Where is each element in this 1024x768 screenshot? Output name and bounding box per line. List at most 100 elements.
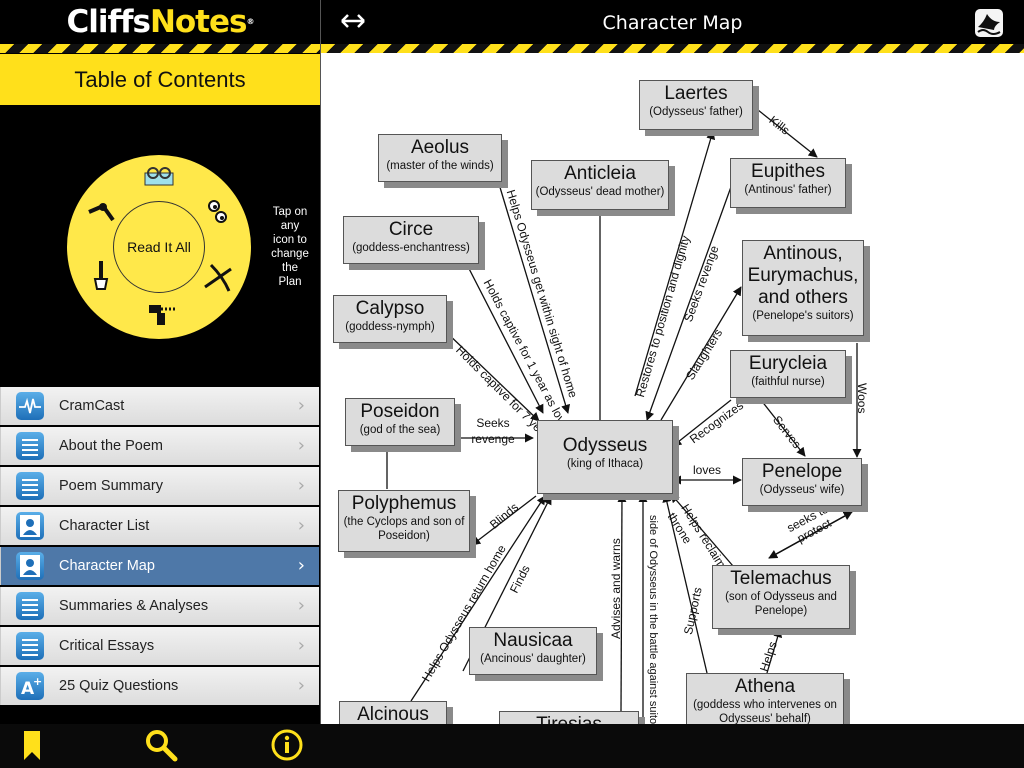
node-name: Telemachus (730, 568, 832, 589)
menu-item-about-the-poem[interactable]: About the Poem › (0, 427, 319, 465)
drill-icon[interactable] (147, 301, 177, 327)
eyes-icon[interactable] (207, 200, 229, 224)
node-name: Alcinous (357, 704, 429, 724)
node-tiresias[interactable]: Tiresias (499, 711, 639, 724)
a-plus-icon: A + (16, 672, 44, 700)
toc-title: Table of Contents (0, 54, 320, 105)
node-name: Poseidon (360, 401, 440, 422)
edge-label-loves: loves (693, 463, 722, 477)
tap-hint-line: the (282, 262, 298, 274)
chevron-right-icon: › (297, 515, 305, 536)
menu-item-character-map[interactable]: Character Map › (0, 547, 319, 585)
bookmark-icon[interactable] (22, 730, 42, 762)
node-penelope[interactable]: Penelope (Odysseus' wife) (742, 458, 862, 506)
node-desc: (god of the sea) (359, 424, 441, 436)
search-icon[interactable] (144, 728, 178, 762)
node-telemachus[interactable]: Telemachus (son of Odysseus and Penelope… (712, 565, 850, 629)
menu-item-quiz-questions[interactable]: A + 25 Quiz Questions › (0, 667, 319, 705)
expand-arrows-icon[interactable] (340, 12, 366, 30)
menu-item-cramcast[interactable]: CramCast › (0, 387, 319, 425)
node-poseidon[interactable]: Poseidon (god of the sea) (345, 398, 455, 446)
node-desc: (the Cyclops and son of Poseidon) (343, 516, 465, 542)
chevron-right-icon: › (297, 395, 305, 416)
shark-fin-icon[interactable] (974, 8, 1004, 38)
edge-label-battle-side: side of Odysseus in the battle against s… (647, 515, 659, 724)
menu-item-summaries-analyses[interactable]: Summaries & Analyses › (0, 587, 319, 625)
tools-icon[interactable] (87, 200, 117, 226)
shovel-icon[interactable] (89, 259, 111, 293)
node-desc: (Antinous' father) (744, 184, 832, 196)
pane-divider (320, 0, 321, 724)
hazard-stripes (321, 44, 1024, 53)
node-aeolus[interactable]: Aeolus (master of the winds) (378, 134, 502, 182)
node-nausicaa[interactable]: Nausicaa (Ancinous' daughter) (469, 627, 597, 675)
node-eurycleia[interactable]: Eurycleia (faithful nurse) (730, 350, 846, 398)
menu-item-label: Character List (59, 518, 150, 534)
node-name: Calypso (355, 298, 425, 319)
info-icon[interactable] (271, 729, 303, 761)
toc-menu: CramCast › About the Poem › Poem Summary… (0, 387, 320, 707)
node-desc: (master of the winds) (386, 160, 494, 172)
node-athena[interactable]: Athena (goddess who intervenes on Odysse… (686, 673, 844, 724)
node-desc: (goddess-nymph) (345, 321, 435, 333)
map-connectors (386, 105, 862, 724)
menu-item-label: Poem Summary (59, 478, 163, 494)
character-map[interactable]: Kills Helps Odysseus get within sight of… (321, 53, 1024, 724)
person-icon (16, 512, 44, 540)
node-name: Nausicaa (493, 630, 573, 651)
list-icon (16, 632, 44, 660)
node-desc: (Ancinous' daughter) (480, 653, 586, 665)
node-antinous-eurymachus-others[interactable]: Antinous, Eurymachus, and others (Penelo… (742, 240, 864, 336)
menu-item-poem-summary[interactable]: Poem Summary › (0, 467, 319, 505)
person-icon (16, 552, 44, 580)
node-calypso[interactable]: Calypso (goddess-nymph) (333, 295, 447, 343)
node-name: Eupithes (751, 161, 825, 182)
tap-hint: Tap on any icon to change the Plan (262, 205, 318, 289)
svg-text:+: + (33, 675, 42, 688)
logo-mark: ® (246, 17, 254, 26)
node-alcinous[interactable]: Alcinous (339, 701, 447, 724)
node-desc: (Odysseus' father) (649, 106, 743, 118)
node-eupithes[interactable]: Eupithes (Antinous' father) (730, 158, 846, 208)
bottom-toolbar (0, 724, 1024, 768)
node-name: Tiresias (500, 714, 638, 724)
node-desc: (Odysseus' wife) (759, 484, 845, 496)
chevron-right-icon: › (297, 635, 305, 656)
node-name: Laertes (664, 83, 728, 104)
waveform-icon (16, 392, 44, 420)
tap-hint-line: change (271, 248, 309, 260)
menu-item-label: Character Map (59, 558, 155, 574)
menu-item-critical-essays[interactable]: Critical Essays › (0, 627, 319, 665)
node-desc: (goddess who intervenes on Odysseus' beh… (693, 699, 837, 724)
read-it-all-button[interactable]: Read It All (113, 201, 205, 293)
list-icon (16, 592, 44, 620)
node-polyphemus[interactable]: Polyphemus (the Cyclops and son of Posei… (338, 490, 470, 552)
study-plan-wheel[interactable]: Read It All (67, 155, 251, 339)
node-desc: (king of Ithaca) (566, 458, 644, 470)
menu-item-character-list[interactable]: Character List › (0, 507, 319, 545)
glasses-icon[interactable] (143, 165, 175, 187)
node-name: Athena (734, 676, 796, 697)
tap-hint-line: icon to (273, 234, 307, 246)
node-name: Odysseus (562, 435, 648, 456)
menu-item-label: Summaries & Analyses (59, 598, 209, 614)
node-desc: (faithful nurse) (751, 376, 825, 388)
node-circe[interactable]: Circe (goddess-enchantress) (343, 216, 479, 264)
node-desc: (Odysseus' dead mother) (535, 186, 665, 198)
menu-item-label: CramCast (59, 398, 125, 414)
pickaxe-icon[interactable] (201, 261, 235, 295)
node-name: Circe (388, 219, 434, 240)
menu-item-label: About the Poem (59, 438, 163, 454)
sidebar: CliffsNotes® Table of Contents (0, 0, 320, 768)
tap-hint-line: Plan (278, 276, 302, 288)
node-laertes[interactable]: Laertes (Odysseus' father) (639, 80, 753, 130)
node-anticleia[interactable]: Anticleia (Odysseus' dead mother) (531, 160, 669, 210)
edge-label-seeks-revenge-poseidon: Seeks revenge (471, 416, 515, 446)
chevron-right-icon: › (297, 595, 305, 616)
chevron-right-icon: › (297, 475, 305, 496)
menu-item-label: Critical Essays (59, 638, 155, 654)
node-name: Anticleia (564, 163, 636, 184)
read-it-all-label: Read It All (127, 239, 191, 255)
node-odysseus[interactable]: Odysseus (king of Ithaca) (537, 420, 673, 494)
page-title: Character Map (602, 12, 743, 34)
